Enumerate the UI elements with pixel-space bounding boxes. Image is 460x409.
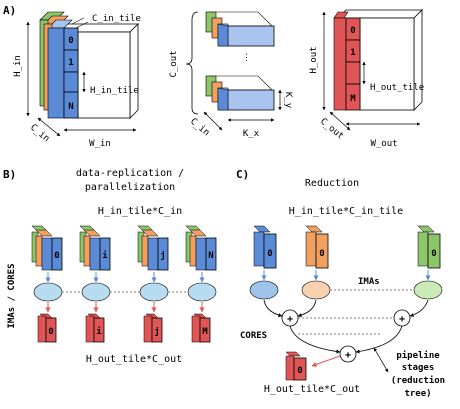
b-input-tile-label-j: j xyxy=(160,250,165,261)
c-cores-label: CORES xyxy=(240,331,267,341)
c-adder-final-symbol: + xyxy=(345,350,351,361)
panel-a-label: A) xyxy=(3,4,16,17)
kernel-c-in-label: C_in xyxy=(188,117,211,139)
b-input-tile-0 xyxy=(51,237,63,271)
output-tensor: 0 1 M H_out H_out_tile C_out W_out xyxy=(309,9,424,149)
c-ima-green xyxy=(413,280,443,300)
panel-c-bottom-label: H_out_tile*C_out xyxy=(264,384,360,395)
b-input-tile-label-n: N xyxy=(208,251,213,261)
kernel-bottom xyxy=(227,89,275,111)
panel-b-label: B) xyxy=(3,168,16,181)
c-pipeline-line1: pipeline xyxy=(396,350,440,361)
panel-b-title-line1: data-replication / xyxy=(76,168,184,179)
input-slice-label-1: 1 xyxy=(68,58,73,68)
column-0: 0 0 xyxy=(31,225,63,343)
panel-c-top-label: H_in_tile*C_in_tile xyxy=(289,206,403,217)
panel-c-tree: 0 0 0 IMAs + + CORES xyxy=(240,225,443,381)
kernel-top xyxy=(227,25,275,47)
h-out-tile-label: H_out_tile xyxy=(370,83,424,93)
c-input-tile-blue xyxy=(263,233,277,269)
column-i: i i xyxy=(79,225,111,343)
panel-c-label: C) xyxy=(236,168,249,181)
b-ima-0 xyxy=(33,282,63,302)
kernel-c-out-label: C_out xyxy=(169,50,179,77)
c-input-tile-green xyxy=(427,233,441,269)
b-output-tile-0 xyxy=(45,317,57,343)
output-slice-mid xyxy=(345,61,361,85)
b-input-tile-label-i: i xyxy=(102,250,108,261)
h-out-label: H_out xyxy=(309,46,319,73)
c-adder-1-symbol: + xyxy=(287,314,293,325)
c-input-tile-orange xyxy=(315,233,329,269)
w-out-label: W_out xyxy=(370,139,397,149)
b-output-tile-j xyxy=(151,317,163,343)
output-slice-label-0: 0 xyxy=(350,26,355,36)
column-n: N M xyxy=(185,225,217,343)
c-pipeline-line4: tree) xyxy=(404,389,431,399)
c-output-tile-label: 0 xyxy=(297,366,302,376)
b-output-tile-label-0: 0 xyxy=(48,327,53,337)
c-input-tile-label-orange: 0 xyxy=(319,249,324,259)
panel-c-title: Reduction xyxy=(305,178,359,189)
b-input-tile-label-0: 0 xyxy=(54,251,59,261)
b-ima-n xyxy=(187,282,217,302)
h-in-tile-label: H_in_tile xyxy=(90,86,139,96)
b-output-tile-label-j: j xyxy=(154,326,159,337)
b-input-tile-j xyxy=(157,237,169,271)
c-adder-2-symbol: + xyxy=(399,314,405,325)
input-slice-label-n: N xyxy=(68,102,73,112)
panel-b-columns: 0 0 i i xyxy=(31,225,217,343)
c-adder-final xyxy=(339,345,357,363)
c-in-tile-label: C_in_tile xyxy=(92,14,141,24)
b-output-tile-label-m: M xyxy=(202,327,208,337)
input-slice-n xyxy=(63,91,79,119)
k-x-label: K_x xyxy=(243,129,260,139)
input-tensor: 0 1 N C_in_tile H_in H_in_tile C_in W_in xyxy=(13,11,141,149)
panel-b-side-label: IMAs / CORES xyxy=(7,263,17,328)
c-pipeline-line2: stages xyxy=(402,363,435,373)
output-slice-label-1: 1 xyxy=(350,48,355,58)
c-input-tile-label-green: 0 xyxy=(431,249,436,259)
output-c-out-label: C_out xyxy=(318,117,345,142)
input-slice-mid xyxy=(63,71,79,93)
c-output-tile xyxy=(293,357,307,381)
panel-b-title-line2: parallelization xyxy=(85,182,175,193)
b-output-tile-m xyxy=(199,317,211,343)
output-slice-m xyxy=(345,83,361,111)
c-input-tile-label-blue: 0 xyxy=(267,249,272,259)
c-ima-orange xyxy=(301,280,331,300)
k-y-label: K_y xyxy=(283,92,293,109)
b-ima-j xyxy=(139,282,169,302)
c-ima-blue xyxy=(249,280,279,300)
kernel-ellipsis: ⋮ xyxy=(242,53,251,63)
w-in-label: W_in xyxy=(89,139,111,149)
b-input-tile-n xyxy=(205,237,217,271)
c-imas-label: IMAs xyxy=(358,277,380,287)
b-input-tile-i xyxy=(99,237,111,271)
panel-b-top-label: H_in_tile*C_in xyxy=(98,206,182,217)
c-pipeline-line3: (reduction xyxy=(391,375,445,386)
panel-b-bottom-label: H_out_tile*C_out xyxy=(86,354,182,365)
h-in-label: H_in xyxy=(13,55,23,77)
b-output-tile-i xyxy=(93,317,105,343)
output-slice-label-m: M xyxy=(350,94,356,104)
kernel-stack: ⋮ C_out C_in K_x K_y xyxy=(169,11,293,139)
input-slice-label-0: 0 xyxy=(68,36,73,46)
column-j: j j xyxy=(137,225,169,343)
b-ima-i xyxy=(81,282,111,302)
b-output-tile-label-i: i xyxy=(96,326,102,337)
